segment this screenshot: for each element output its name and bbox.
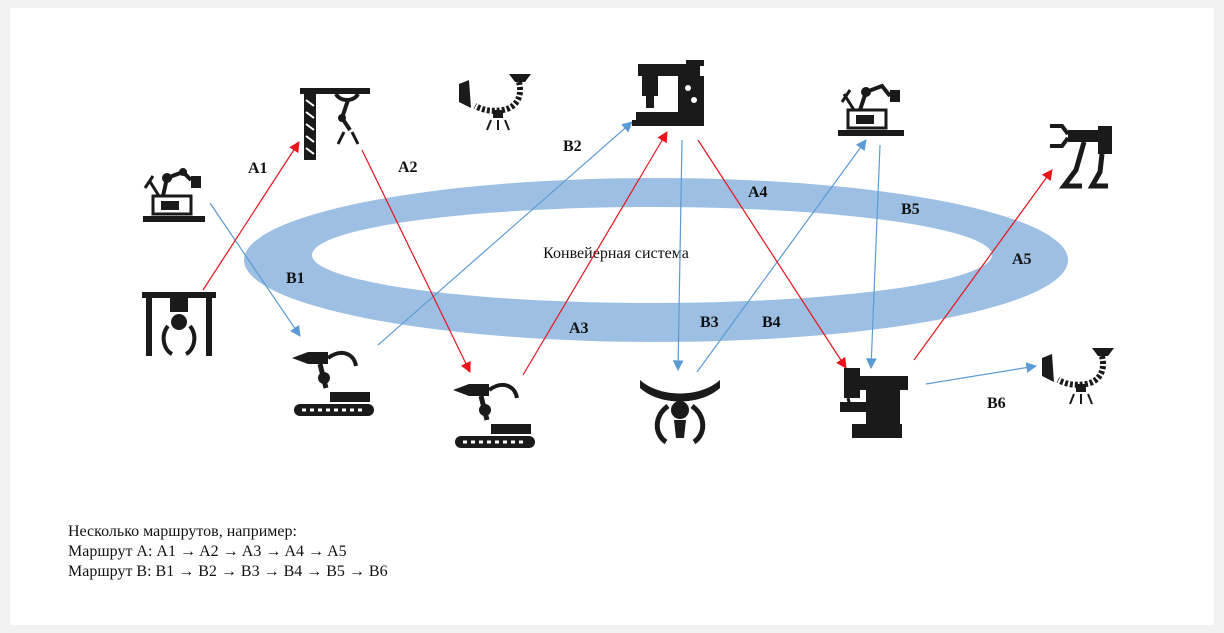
notes-intro: Несколько маршрутов, например:: [68, 523, 297, 540]
arrow-a3: [522, 131, 668, 376]
arrow-b3: [672, 139, 684, 372]
arrow-b1: [209, 202, 301, 337]
arrow-a5: [913, 169, 1053, 361]
vertical-gripper-machine-icon: [142, 292, 216, 356]
arrow-b4: [696, 139, 867, 373]
arrow-a4: [697, 139, 847, 369]
arrow-a2: [361, 149, 471, 373]
gantry-drill-icon: [300, 88, 370, 160]
arrow-a1: [202, 141, 300, 291]
desk-robot-arm-2-icon: [838, 83, 904, 136]
notes-route-a: Маршрут А: A1 → A2 → A3 → A4 → A5: [68, 543, 347, 560]
label-a3: A3: [569, 320, 589, 337]
label-b4: B4: [762, 314, 781, 331]
route-labels: A1 A2 A3 A4 A5 B1 B2 B3 B4 B5 B6: [248, 138, 1032, 412]
label-b3: B3: [700, 314, 719, 331]
arrow-b2: [377, 121, 633, 346]
notes-route-b: Маршрут В: В1 → В2 → В3 → В4 → В5 → В6: [68, 563, 388, 580]
milling-machine-icon: [632, 60, 704, 126]
label-b6: B6: [987, 395, 1006, 412]
hanging-arm-icon: [459, 74, 531, 131]
route-notes: Несколько маршрутов, например: Маршрут А…: [68, 522, 388, 582]
label-a2: A2: [398, 159, 418, 176]
cnc-machine-icon: [840, 368, 908, 438]
hanging-arm-2-icon: [1042, 348, 1114, 405]
label-a4: A4: [748, 184, 768, 201]
arrow-b5: [865, 144, 881, 370]
conveyor-ring: [244, 178, 1068, 342]
tracked-robot-icon: [292, 350, 374, 416]
label-a5: A5: [1012, 251, 1032, 268]
conveyor-label: Конвейерная система: [543, 245, 689, 262]
route-b-arrows: [209, 121, 1038, 385]
route-a-arrows: [202, 131, 1053, 376]
desk-robot-arm-icon: [143, 168, 205, 222]
label-b2: B2: [563, 138, 582, 155]
walker-claw-icon: [1050, 124, 1112, 189]
label-b1: B1: [286, 270, 305, 287]
label-b5: B5: [901, 201, 920, 218]
label-a1: A1: [248, 160, 268, 177]
tracked-robot-2-icon: [453, 382, 535, 448]
claw-gripper-icon: [640, 380, 720, 445]
arrow-b6: [925, 362, 1038, 385]
